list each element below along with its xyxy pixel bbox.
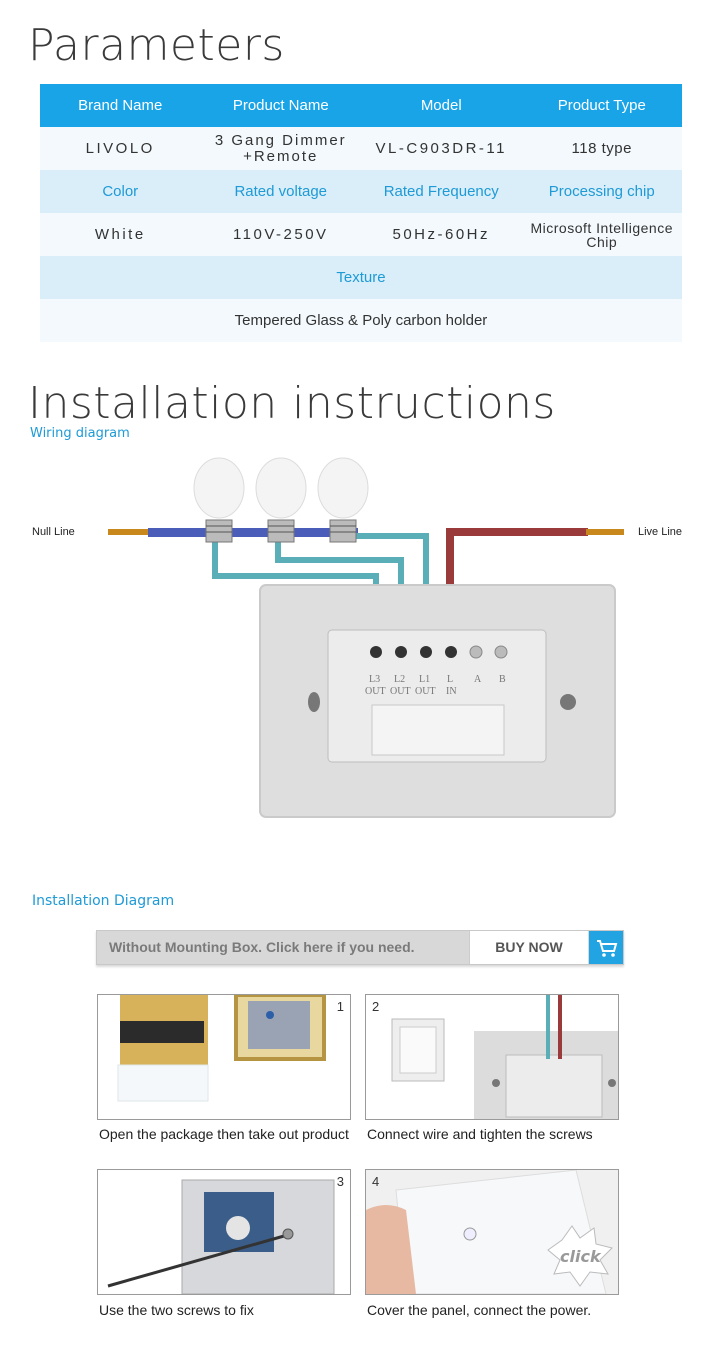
terminal-sub: OUT: [365, 686, 386, 697]
terminal-sub: OUT: [390, 686, 411, 697]
step-4-caption: Cover the panel, connect the power.: [367, 1302, 592, 1318]
terminal-labels: L3 L2 L1 L A B OUT OUT OUT IN: [365, 674, 506, 697]
table-row: LIVOLO 3 Gang Dimmer +Remote VL-C903DR-1…: [40, 127, 682, 170]
header-cell: Brand Name: [40, 84, 201, 127]
terminal-label: A: [474, 674, 482, 685]
terminal-label: L3: [369, 674, 380, 685]
banner-text[interactable]: Without Mounting Box. Click here if you …: [109, 939, 415, 955]
terminal-label: L1: [419, 674, 430, 685]
product-name-cell: 3 Gang Dimmer +Remote: [200, 127, 361, 170]
table-row: Tempered Glass & Poly carbon holder: [40, 299, 682, 342]
step-3-image: 3: [97, 1169, 351, 1295]
color-cell: White: [40, 213, 201, 256]
texture-cell: Tempered Glass & Poly carbon holder: [40, 299, 682, 342]
header-cell: Processing chip: [521, 170, 682, 213]
bulb-icon: [317, 457, 369, 543]
bulb-icon: [255, 457, 307, 543]
frequency-cell: 50Hz-60Hz: [361, 213, 522, 256]
header-cell: Model: [361, 84, 522, 127]
model-cell: VL-C903DR-11: [361, 127, 522, 170]
step-number: 4: [372, 1174, 380, 1189]
table-subheader-row: Texture: [40, 256, 682, 299]
step-number: 2: [372, 999, 380, 1014]
parameters-table: Brand Name Product Name Model Product Ty…: [40, 84, 682, 342]
buy-now-banner[interactable]: Without Mounting Box. Click here if you …: [96, 930, 624, 965]
wiring-diagram-label: Wiring diagram: [30, 426, 130, 441]
step-2-caption: Connect wire and tighten the screws: [367, 1126, 593, 1142]
parameters-title: Parameters: [28, 20, 285, 71]
wiring-diagram: L3 L2 L1 L A B OUT OUT OUT IN Null Line …: [32, 457, 682, 818]
package-illustration: [117, 995, 326, 1102]
cover-panel-illustration: click: [366, 1170, 618, 1294]
null-wire: [108, 528, 358, 537]
header-cell: Rated voltage: [200, 170, 361, 213]
table-subheader-row: Color Rated voltage Rated Frequency Proc…: [40, 170, 682, 213]
step-number: 1: [336, 999, 344, 1014]
terminal-sub: IN: [446, 686, 457, 697]
switch-back-plate: [259, 584, 616, 818]
step-1-caption: Open the package then take out product: [99, 1126, 349, 1142]
step-1-image: 1: [97, 994, 351, 1120]
click-stamp: click: [560, 1247, 602, 1266]
brand-cell: LIVOLO: [40, 127, 201, 170]
wiring-illustration: [391, 995, 618, 1119]
chip-cell: Microsoft Intelligence Chip: [521, 213, 682, 256]
product-type-cell: 118 type: [521, 127, 682, 170]
screw-illustration: [107, 1179, 335, 1294]
installation-diagram-label: Installation Diagram: [32, 893, 175, 909]
installation-title: Installation instructions: [28, 378, 556, 429]
terminal-sub: OUT: [415, 686, 436, 697]
header-cell: Rated Frequency: [361, 170, 522, 213]
bulb-icon: [193, 457, 245, 543]
texture-header: Texture: [40, 256, 682, 299]
step-2-image: 2: [365, 994, 619, 1120]
live-line-label: Live Line: [638, 526, 682, 538]
table-header-row: Brand Name Product Name Model Product Ty…: [40, 84, 682, 127]
terminal-label: L: [447, 674, 453, 685]
terminal-label: L2: [394, 674, 405, 685]
null-line-label: Null Line: [32, 526, 75, 538]
step-4-image: click 4: [365, 1169, 619, 1295]
step-number: 3: [336, 1174, 344, 1189]
table-row: White 110V-250V 50Hz-60Hz Microsoft Inte…: [40, 213, 682, 256]
terminal-label: B: [499, 674, 506, 685]
header-cell: Product Name: [200, 84, 361, 127]
header-cell: Color: [40, 170, 201, 213]
header-cell: Product Type: [521, 84, 682, 127]
buy-now-button[interactable]: BUY NOW: [469, 931, 588, 964]
voltage-cell: 110V-250V: [200, 213, 361, 256]
step-3-caption: Use the two screws to fix: [99, 1302, 254, 1318]
cart-icon[interactable]: [589, 931, 623, 964]
